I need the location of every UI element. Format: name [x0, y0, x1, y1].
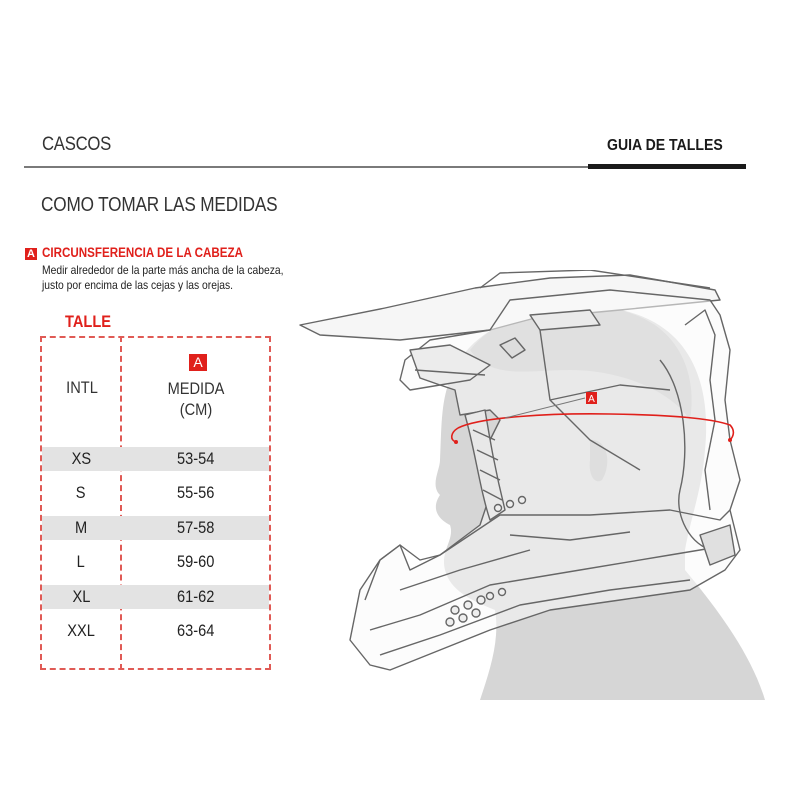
header-divider-accent — [588, 164, 746, 169]
size-intl: XXL — [67, 621, 95, 640]
size-table-label: TALLE — [65, 312, 112, 331]
size-intl: XL — [72, 587, 90, 606]
helmet-head-illustration: A — [290, 269, 770, 700]
size-intl: M — [74, 518, 88, 537]
column-header-intl: INTL — [66, 378, 98, 397]
table-row: XS 53-54 — [42, 447, 269, 471]
size-table-column-divider — [120, 336, 122, 670]
size-table — [40, 336, 271, 670]
table-row: L 59-60 — [42, 550, 269, 574]
table-row: S 55-56 — [42, 481, 269, 505]
size-guide-title: GUIA DE TALLES — [607, 137, 723, 154]
header-divider — [24, 166, 590, 168]
size-intl: XS — [71, 449, 91, 468]
table-row: XL 61-62 — [42, 585, 269, 609]
size-cm: 57-58 — [176, 518, 215, 537]
size-intl: S — [76, 483, 86, 502]
size-cm: 53-54 — [176, 449, 215, 468]
table-row: XXL 63-64 — [42, 619, 269, 643]
column-header-badge: A — [189, 354, 207, 371]
column-header-medida-line: (CM) — [179, 400, 213, 419]
size-cm: 55-56 — [176, 483, 215, 502]
size-intl: L — [76, 552, 86, 571]
column-header-medida-line: MEDIDA — [167, 379, 225, 398]
section-title: COMO TOMAR LAS MEDIDAS — [41, 194, 278, 216]
measurement-marker-label: A — [588, 394, 595, 405]
helmet-illustration-svg: A — [299, 269, 765, 700]
measurement-description: Medir alrededor de la parte más ancha de… — [42, 263, 284, 293]
measurement-description-line: Medir alrededor de la parte más ancha de… — [42, 263, 284, 277]
column-header-medida: MEDIDA (CM) — [122, 378, 270, 420]
measurement-badge: A — [25, 248, 37, 260]
page-category-title: CASCOS — [42, 134, 112, 155]
measurement-description-line: justo por encima de las cejas y las orej… — [42, 278, 234, 292]
measurement-title: CIRCUNSFERENCIA DE LA CABEZA — [42, 245, 244, 260]
size-cm: 63-64 — [176, 621, 215, 640]
measurement-marker-badge — [586, 392, 597, 404]
table-row: M 57-58 — [42, 516, 269, 540]
size-cm: 59-60 — [176, 552, 215, 571]
size-cm: 61-62 — [176, 587, 215, 606]
